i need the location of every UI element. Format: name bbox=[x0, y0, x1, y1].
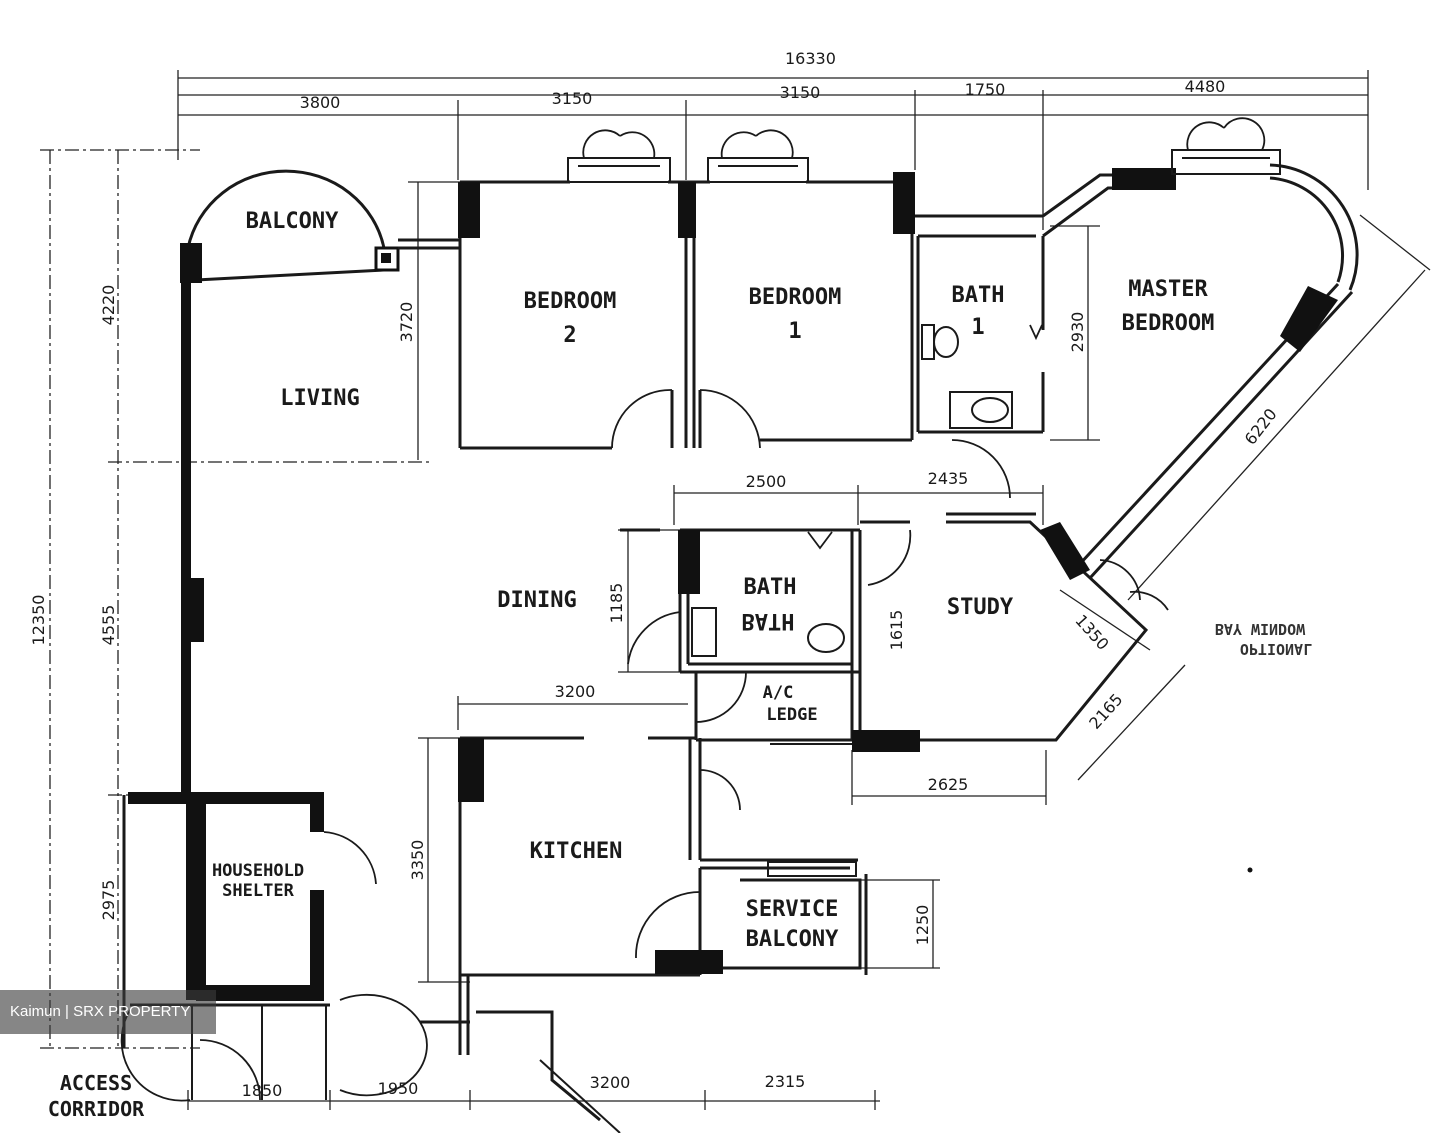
dim-top-4: 1750 bbox=[965, 80, 1006, 99]
dim-top-5: 4480 bbox=[1185, 77, 1226, 96]
dim-bottom-4: 2315 bbox=[765, 1072, 806, 1091]
label-bedroom1-line2: 1 bbox=[788, 319, 801, 344]
dim-service-height: 1250 bbox=[913, 905, 932, 946]
dim-master-height: 2930 bbox=[1068, 312, 1087, 353]
dim-study-width: 2625 bbox=[928, 775, 969, 794]
label-bedroom2-line1: BEDROOM bbox=[524, 289, 617, 314]
label-living: LIVING bbox=[280, 386, 359, 411]
dim-left-1: 4220 bbox=[99, 285, 118, 326]
dim-bottom-2: 1950 bbox=[378, 1079, 419, 1098]
label-master-line1: MASTER bbox=[1128, 277, 1208, 302]
dim-top-1: 3800 bbox=[300, 93, 341, 112]
walls bbox=[122, 163, 1359, 1133]
windows bbox=[567, 117, 1281, 877]
dim-top-2: 3150 bbox=[552, 89, 593, 108]
label-ac-line2: LEDGE bbox=[766, 705, 817, 725]
label-bath2-line2: BATH bbox=[742, 608, 795, 633]
dim-left-3: 2975 bbox=[99, 880, 118, 921]
label-bedroom2-line2: 2 bbox=[563, 323, 576, 348]
label-shelter-line2: SHELTER bbox=[222, 881, 294, 901]
dim-study-height: 1615 bbox=[887, 610, 906, 651]
label-service-line1: SERVICE bbox=[746, 897, 839, 922]
dim-bottom-1: 1850 bbox=[242, 1081, 283, 1100]
dim-living-height: 3720 bbox=[397, 302, 416, 343]
label-ac-line1: A/C bbox=[763, 683, 794, 703]
label-bay-window-line2: OPTIONAL bbox=[1240, 640, 1312, 658]
label-shelter-line1: HOUSEHOLD bbox=[212, 861, 304, 881]
dim-master-diag: 6220 bbox=[1241, 405, 1281, 449]
columns bbox=[180, 168, 1338, 974]
dim-top-3: 3150 bbox=[780, 83, 821, 102]
dim-mid-2: 2435 bbox=[928, 469, 969, 488]
label-study: STUDY bbox=[947, 595, 1014, 620]
dim-mid-1: 2500 bbox=[746, 472, 787, 491]
stray-dot bbox=[1247, 867, 1253, 873]
bottom-dimension-lines bbox=[187, 1090, 880, 1110]
dim-bath2-height: 1185 bbox=[607, 583, 626, 624]
room-labels: BALCONY LIVING BEDROOM 2 BEDROOM 1 BATH … bbox=[48, 209, 1312, 1121]
dim-kitchen-width: 3200 bbox=[555, 682, 596, 701]
top-dimension-lines bbox=[177, 70, 1369, 230]
label-bath2-line1: BATH bbox=[744, 575, 797, 600]
label-dining: DINING bbox=[497, 588, 576, 613]
label-kitchen: KITCHEN bbox=[530, 839, 623, 864]
dim-kitchen-height: 3350 bbox=[408, 840, 427, 881]
watermark: Kaimun | SRX PROPERTY bbox=[0, 990, 216, 1034]
dim-left-2: 4555 bbox=[99, 605, 118, 646]
label-corridor-line2: CORRIDOR bbox=[48, 1097, 145, 1121]
label-bath1-line2: 1 bbox=[971, 315, 984, 340]
dim-bay-1: 1350 bbox=[1071, 611, 1112, 654]
label-service-line2: BALCONY bbox=[746, 927, 839, 952]
label-bedroom1-line1: BEDROOM bbox=[749, 285, 842, 310]
label-master-line2: BEDROOM bbox=[1122, 311, 1215, 336]
mid-dimension-lines bbox=[457, 214, 1431, 805]
dim-left-total: 12350 bbox=[29, 595, 48, 646]
dim-overall-width: 16330 bbox=[785, 49, 836, 68]
dim-bottom-3: 3200 bbox=[590, 1073, 631, 1092]
label-corridor-line1: ACCESS bbox=[60, 1071, 132, 1095]
label-balcony: BALCONY bbox=[246, 209, 339, 234]
label-bath1-line1: BATH bbox=[952, 283, 1005, 308]
label-bay-window-line1: BAY WINDOW bbox=[1215, 620, 1306, 638]
